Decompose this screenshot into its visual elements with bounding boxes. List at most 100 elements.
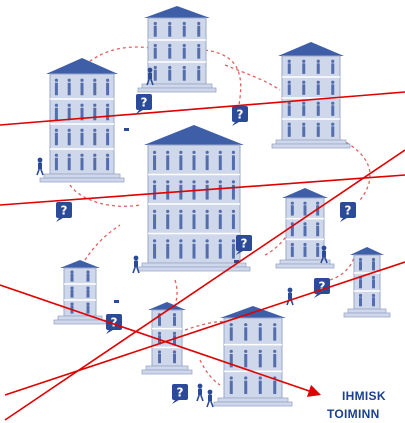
room-figure — [290, 205, 294, 216]
room-figure — [372, 261, 375, 271]
stairs — [43, 173, 121, 179]
question-bubble-icon: ? — [314, 278, 330, 298]
room-figure — [197, 25, 201, 37]
room-figure — [218, 184, 222, 200]
room-figure — [205, 155, 209, 171]
room-figure — [182, 69, 186, 81]
room-figure — [303, 205, 307, 216]
room-figure — [244, 380, 248, 394]
room-figure — [316, 246, 320, 257]
room-figure — [166, 155, 170, 171]
room-figure — [316, 63, 320, 74]
building-body — [63, 267, 97, 317]
building-icon — [39, 58, 125, 183]
room-figure — [93, 157, 97, 171]
roof — [60, 260, 100, 268]
room-figure — [231, 214, 235, 230]
room-figure — [93, 132, 97, 146]
question-bubble-icon: ? — [136, 94, 152, 114]
room-figure — [153, 69, 157, 81]
room-figure — [80, 132, 84, 146]
room-figure — [67, 157, 71, 171]
room-figure — [229, 354, 233, 368]
roof — [278, 42, 344, 56]
room-figure — [67, 107, 71, 121]
building-body — [223, 317, 283, 399]
room-figure — [287, 63, 291, 74]
roof — [148, 302, 186, 310]
strike-line — [4, 261, 405, 396]
strike-lines — [0, 91, 405, 421]
room-figure — [331, 126, 335, 137]
caption-line-2: TOIMINN — [327, 407, 380, 421]
room-figure — [331, 84, 335, 95]
room-figure — [205, 214, 209, 230]
room-figure — [197, 47, 201, 59]
person-icon — [146, 67, 154, 86]
person-icon — [320, 245, 328, 264]
room-figure — [231, 184, 235, 200]
room-figure — [153, 184, 157, 200]
room-figure — [106, 82, 110, 96]
person-icon — [206, 389, 214, 408]
room-figure — [54, 132, 58, 146]
room-figure — [287, 84, 291, 95]
room-figure — [153, 243, 157, 259]
stairs — [347, 308, 387, 314]
building-icon — [141, 302, 193, 375]
room-figure — [231, 243, 235, 259]
buildings — [39, 6, 391, 407]
room-figure — [244, 354, 248, 368]
building-body — [353, 254, 381, 310]
room-figure — [168, 47, 172, 59]
room-figure — [302, 126, 306, 137]
question-bubble-icon: ? — [236, 235, 252, 255]
strike-line — [0, 284, 322, 397]
room-figure — [173, 316, 176, 326]
room-figure — [273, 380, 277, 394]
room-figure — [290, 246, 294, 257]
room-figure — [290, 225, 294, 237]
room-figure — [331, 63, 335, 74]
building-icon — [137, 125, 251, 272]
room-figure — [67, 132, 71, 146]
room-figure — [166, 214, 170, 230]
roof — [350, 247, 384, 255]
question-bubble-icon: ? — [172, 384, 188, 404]
question-mark-text: ? — [345, 204, 352, 218]
room-figure — [153, 25, 157, 37]
room-figure — [218, 214, 222, 230]
room-figure — [316, 105, 320, 116]
roof — [46, 58, 118, 74]
room-figure — [197, 69, 201, 81]
room-figure — [359, 297, 362, 307]
room-figure — [372, 279, 375, 289]
room-figure — [106, 132, 110, 146]
room-figure — [70, 273, 74, 282]
room-figure — [80, 82, 84, 96]
dashed-path — [199, 359, 221, 386]
roof — [144, 125, 244, 145]
room-figure — [192, 214, 196, 230]
strike-line — [0, 174, 405, 206]
question-mark-text: ? — [141, 96, 148, 110]
stairs — [145, 365, 189, 371]
room-figure — [229, 380, 233, 394]
room-figure — [303, 225, 307, 237]
room-figure — [173, 353, 176, 364]
room-figure — [258, 354, 262, 368]
dashed-path — [84, 224, 121, 261]
room-figure — [158, 316, 161, 326]
building-icon — [271, 42, 351, 149]
room-figure — [205, 184, 209, 200]
room-figure — [93, 107, 97, 121]
room-figure — [302, 105, 306, 116]
building-icon — [213, 306, 293, 407]
question-mark-text: ? — [61, 204, 68, 218]
dash-marker — [234, 260, 239, 263]
room-figure — [54, 82, 58, 96]
room-figure — [192, 184, 196, 200]
room-figure — [70, 289, 74, 298]
room-figure — [93, 82, 97, 96]
